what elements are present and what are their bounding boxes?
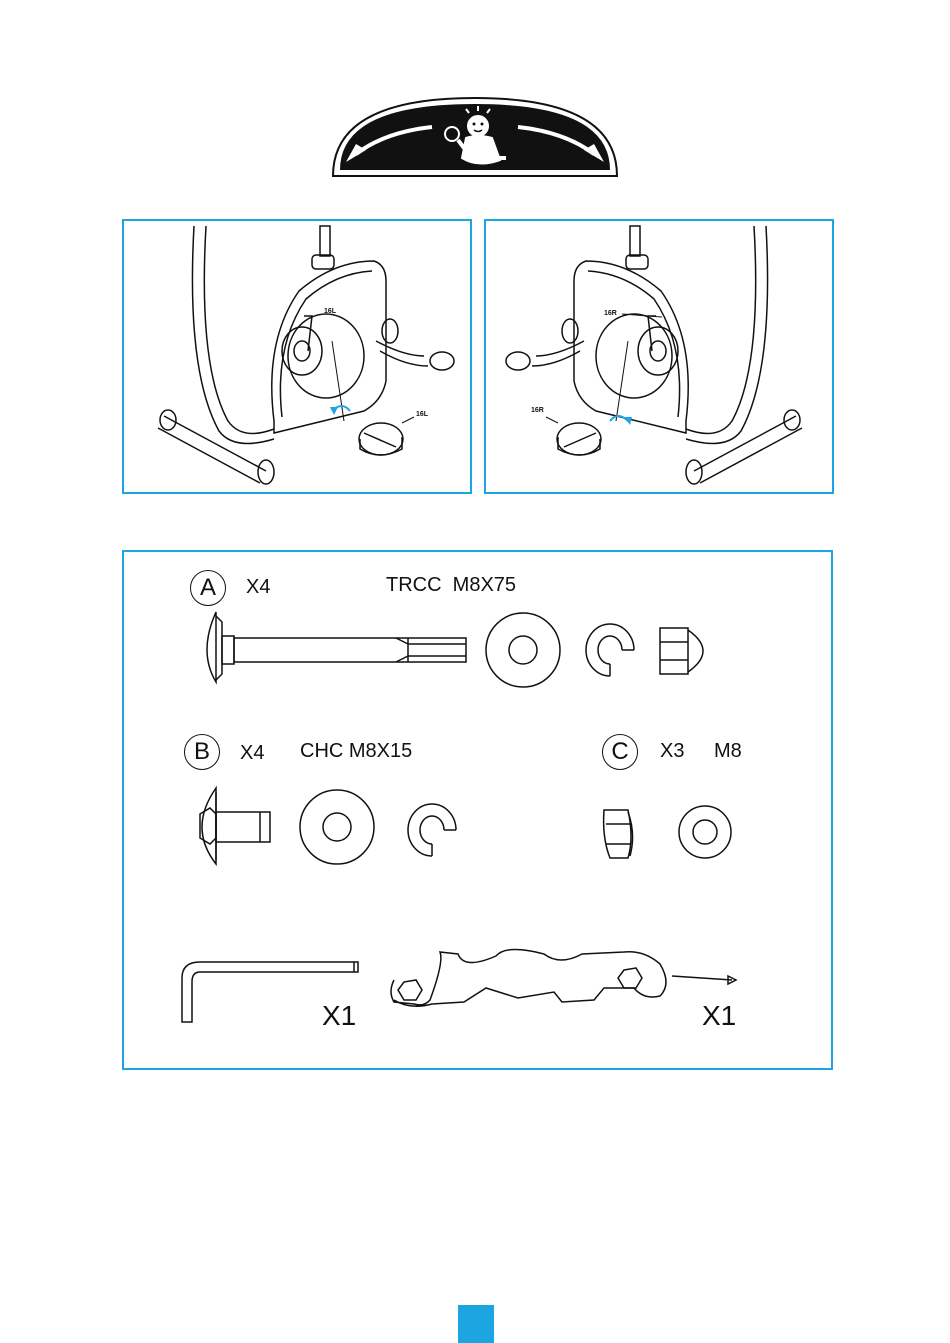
flat-washer-icon: [300, 790, 374, 864]
rotate-clockwise-icon: [610, 416, 632, 425]
hardware-letter-c: C: [602, 734, 638, 770]
hardware-c-spec: M8: [714, 740, 742, 763]
carriage-bolt-icon: [207, 612, 466, 682]
hardware-panel: A X4 TRCC M8X75: [122, 550, 833, 1070]
flat-washer-icon: [486, 613, 560, 687]
part-label-crank: 16R: [604, 310, 617, 317]
step-panel-right: 16R 16R: [484, 219, 834, 494]
hardware-c-qty: X3: [660, 740, 684, 763]
allen-key-qty: X1: [322, 1000, 356, 1032]
step-panel-left: 16L 16L: [122, 219, 472, 494]
page-number-tab: [458, 1305, 494, 1343]
part-label-crank: 16L: [324, 308, 336, 315]
spring-washer-icon: [408, 804, 456, 856]
pedal-label: 16L: [416, 411, 428, 418]
bike-left-side-illustration: [124, 221, 474, 496]
hex-socket-bolt-icon: [200, 788, 270, 864]
multi-wrench-icon: [391, 949, 736, 1006]
hardware-b-qty: X4: [240, 742, 264, 765]
acorn-nut-icon: [660, 628, 703, 674]
flat-washer-icon: [679, 806, 731, 858]
pedal-label: 16R: [531, 407, 544, 414]
tools-banner: [0, 0, 950, 200]
hardware-b-spec: CHC M8X15: [300, 740, 412, 763]
spring-washer-icon: [586, 624, 634, 676]
bike-right-side-illustration: [486, 221, 836, 496]
nylon-lock-nut-icon: [604, 810, 633, 858]
hardware-drawings: [124, 552, 835, 1072]
rotate-counterclockwise-icon: [330, 406, 350, 415]
wrench-qty: X1: [702, 1000, 736, 1032]
hardware-letter-b: B: [184, 734, 220, 770]
